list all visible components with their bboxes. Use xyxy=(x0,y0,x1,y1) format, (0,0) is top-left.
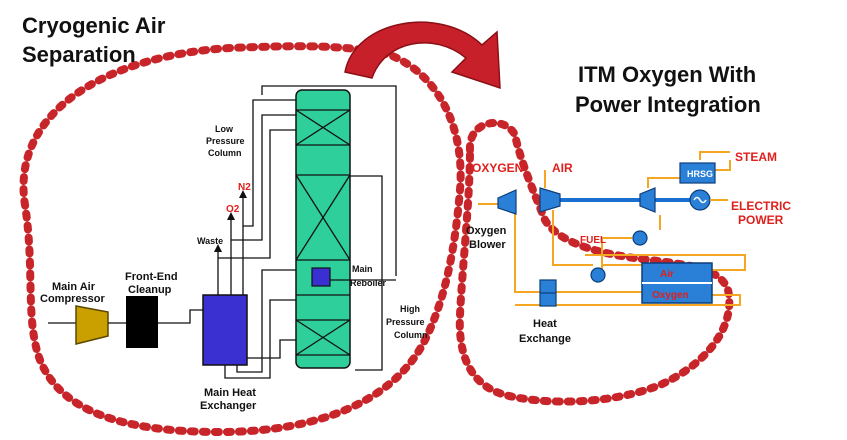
title-left-line1: Cryogenic Air xyxy=(22,13,166,38)
itm-oxygen-label: Oxygen xyxy=(652,290,689,301)
itm-oxygen-line xyxy=(515,294,741,306)
electric-label-2: POWER xyxy=(738,213,784,227)
cryogenic-outline xyxy=(19,42,465,437)
waste-pipe xyxy=(218,129,296,259)
high-pressure-label-2: Pressure xyxy=(386,317,425,327)
steam-outlet xyxy=(699,151,730,160)
fuel-line xyxy=(601,237,632,270)
o2-pipe xyxy=(231,114,296,241)
electric-label-1: ELECTRIC xyxy=(731,199,791,213)
pump-icon-2 xyxy=(590,267,606,283)
main-reboiler-label-2: Reboiler xyxy=(350,278,387,288)
distillation-column xyxy=(295,89,351,369)
main-heat-exchanger xyxy=(202,294,248,366)
exchanger-bottom-line-2 xyxy=(236,269,296,373)
heat-exchange-label-1: Heat xyxy=(533,318,557,330)
blower-to-exchanger xyxy=(514,205,540,293)
column-reflux-pipe xyxy=(261,85,397,276)
title-left-line2: Separation xyxy=(22,42,136,67)
front-end-label-1: Front-End xyxy=(125,271,178,283)
itm-return-line xyxy=(585,254,746,271)
turbine-icon xyxy=(639,187,656,213)
hrsg-steam-line xyxy=(715,160,731,171)
heat-exchange-label-2: Exchange xyxy=(519,333,571,345)
o2-label: O2 xyxy=(226,204,240,215)
hrsg-box xyxy=(679,162,716,184)
generator-wave xyxy=(693,196,707,204)
oxygen-label: OXYGEN xyxy=(472,161,523,175)
n2-top-pipe xyxy=(243,99,296,227)
main-heat-label-2: Exchanger xyxy=(200,400,257,412)
exchanger-bottom-line-1 xyxy=(224,299,296,379)
itm-outline xyxy=(455,119,734,406)
title-right-line2: Power Integration xyxy=(575,92,761,117)
main-reboiler-label-1: Main xyxy=(352,264,373,274)
low-pressure-label-2: Pressure xyxy=(206,136,245,146)
oxygen-blower-label-1: Oxygen xyxy=(466,225,507,237)
oxygen-blower-label-2: Blower xyxy=(469,239,506,251)
compressor-icon xyxy=(75,305,109,345)
waste-label: Waste xyxy=(197,236,223,246)
high-pressure-label-3: Column xyxy=(394,330,428,340)
n2-label: N2 xyxy=(238,182,251,193)
pump-icon xyxy=(632,230,648,246)
n2-arrow xyxy=(239,190,247,198)
main-air-label-2: Compressor xyxy=(40,293,106,305)
main-heat-label-1: Main Heat xyxy=(204,387,256,399)
fuel-label: FUEL xyxy=(580,235,606,246)
exchanger-to-hp-column xyxy=(247,339,296,359)
title-right-line1: ITM Oxygen With xyxy=(578,62,756,87)
hrsg-label: HRSG xyxy=(687,169,713,179)
air-label: AIR xyxy=(552,161,573,175)
o2-arrow xyxy=(227,212,235,220)
curved-transition-arrow xyxy=(344,21,501,90)
itm-air-label: Air xyxy=(660,269,674,280)
steam-label: STEAM xyxy=(735,150,777,164)
cleanup-to-exchanger-line xyxy=(158,309,203,324)
turbine-to-hrsg xyxy=(647,177,680,188)
front-end-label-2: Cleanup xyxy=(128,284,172,296)
waste-arrow xyxy=(214,244,222,252)
oxygen-blower-icon xyxy=(497,189,517,215)
low-pressure-label-3: Column xyxy=(208,148,242,158)
air-to-pump xyxy=(552,210,593,266)
front-end-cleanup xyxy=(126,296,158,348)
low-pressure-label-1: Low xyxy=(215,124,234,134)
column-side-pipe xyxy=(350,175,383,371)
main-reboiler xyxy=(311,267,331,287)
high-pressure-label-1: High xyxy=(400,304,420,314)
compressor-icon xyxy=(539,187,561,213)
main-air-label-1: Main Air xyxy=(52,281,96,293)
